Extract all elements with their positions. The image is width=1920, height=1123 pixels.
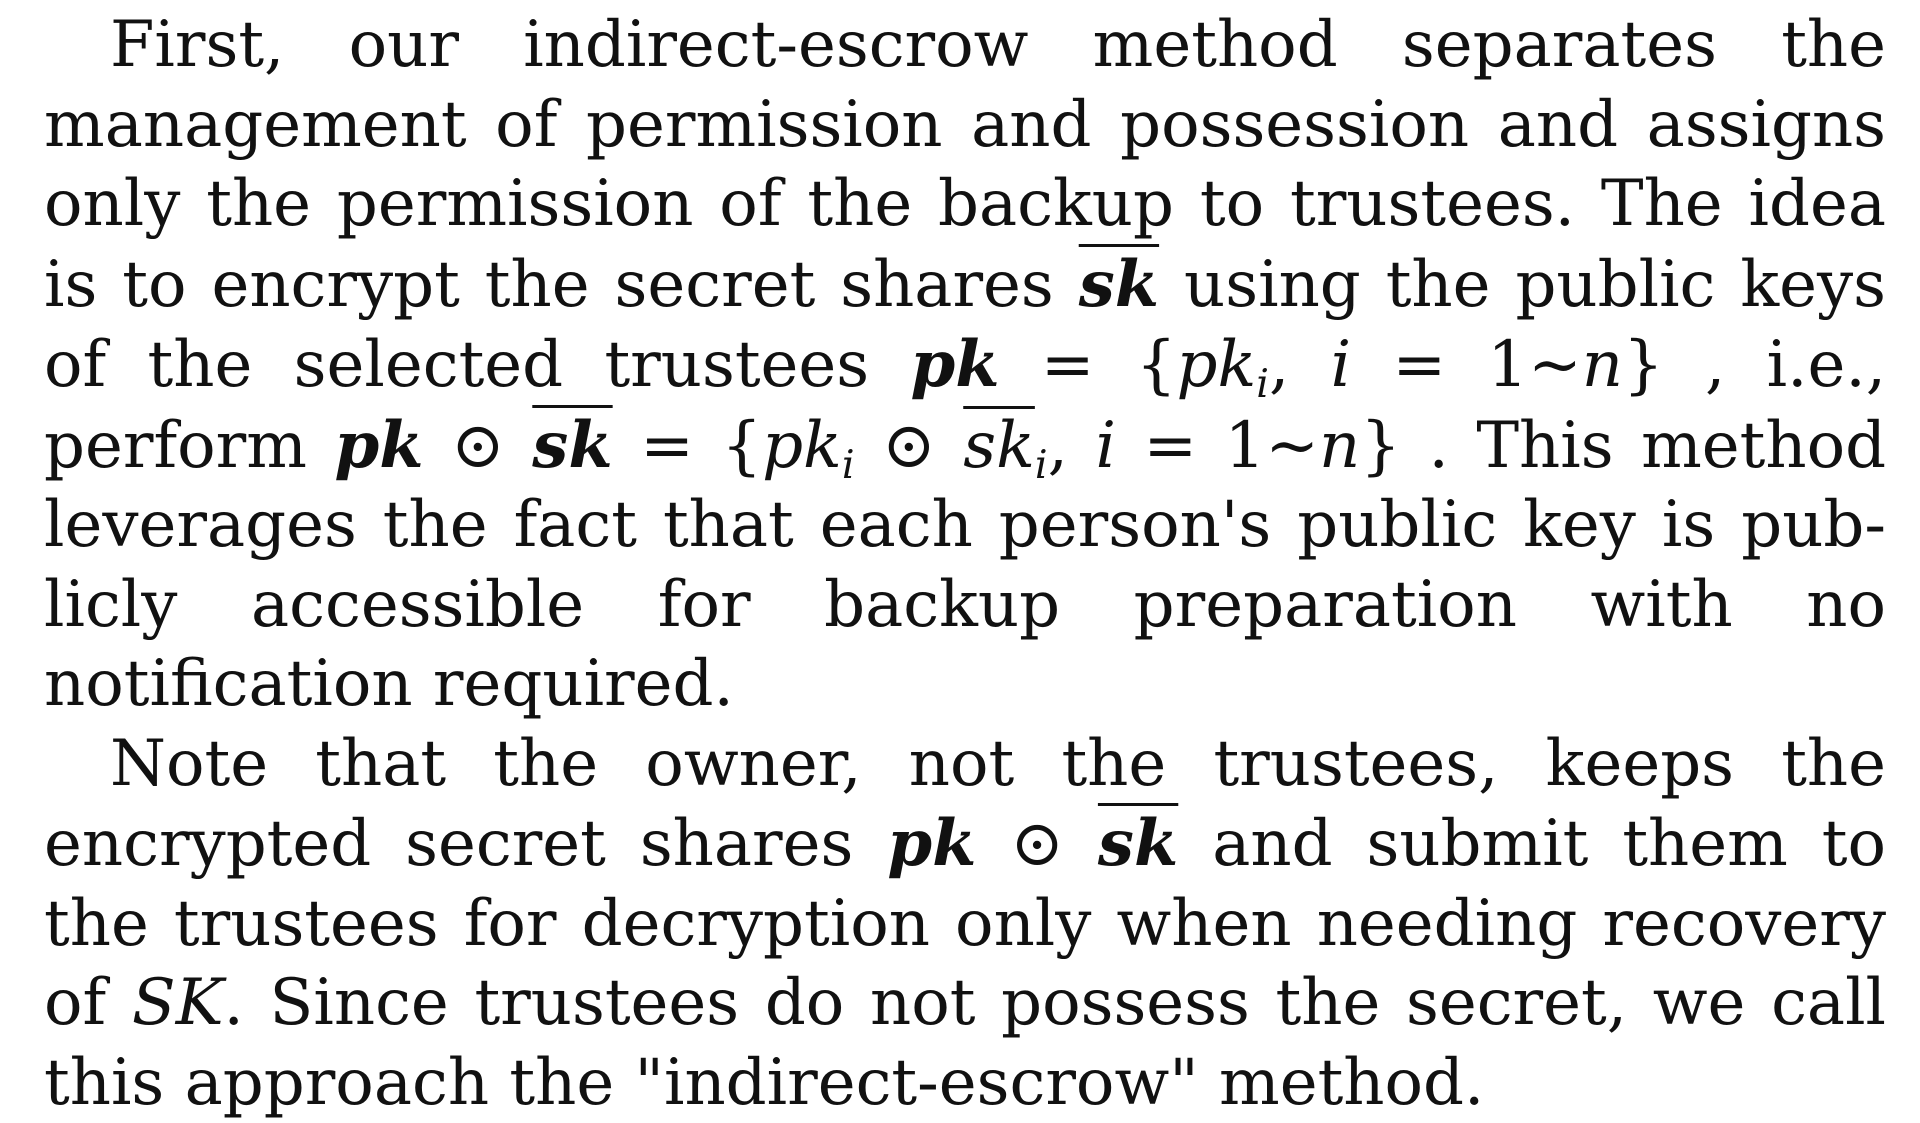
- math-symbol: = {: [1000, 328, 1177, 402]
- math-odot-operator: ⊙: [855, 409, 964, 483]
- math-symbol: ,: [1269, 328, 1331, 402]
- math-pk-odot-sk: pk ⊙ sk: [887, 807, 1178, 881]
- math-encryption-formula: pk ⊙ sk = {pki ⊙ ski, i = 1~n}: [334, 409, 1400, 483]
- math-var-i: i: [1095, 409, 1115, 483]
- math-var-n: n: [1582, 328, 1623, 402]
- math-pk-i: pk: [762, 409, 842, 483]
- math-symbol: = 1~: [1351, 328, 1582, 402]
- paper-text-body: First, our indirect-escrow method separa…: [44, 6, 1886, 1123]
- math-symbol: = 1~: [1116, 409, 1319, 483]
- math-sk-bar: sk: [1098, 806, 1178, 881]
- math-pk-bold: pk: [334, 408, 423, 483]
- math-var-n: n: [1319, 409, 1360, 483]
- math-subscript-i: i: [1035, 442, 1048, 488]
- math-symbol: = {: [613, 409, 762, 483]
- math-sk-bar: sk: [532, 408, 612, 483]
- math-sk-bar: sk: [1079, 247, 1159, 322]
- math-subscript-i: i: [842, 442, 855, 488]
- math-odot-operator: ⊙: [424, 409, 533, 483]
- math-subscript-i: i: [1256, 361, 1269, 407]
- math-pk-bold: pk: [910, 327, 999, 402]
- paragraph-indirect-escrow-method: First, our indirect-escrow method separa…: [44, 6, 1886, 725]
- paragraph-owner-keeps-shares: Note that the owner, not the trustees, k…: [44, 725, 1886, 1123]
- math-symbol: }: [1360, 409, 1401, 483]
- math-SK: SK: [132, 966, 224, 1040]
- math-pk-bold: pk: [887, 806, 976, 881]
- math-pk-set: pk = {pki, i = 1~n}: [910, 328, 1663, 402]
- math-symbol: ,: [1048, 409, 1096, 483]
- math-sk-i-bar: sk: [963, 409, 1035, 483]
- math-symbol: }: [1623, 328, 1664, 402]
- math-pk-i: pk: [1177, 328, 1257, 402]
- math-odot-operator: ⊙: [976, 807, 1098, 881]
- text-segment: . Since trustees do not possess the secr…: [44, 966, 1886, 1120]
- math-var-i: i: [1331, 328, 1351, 402]
